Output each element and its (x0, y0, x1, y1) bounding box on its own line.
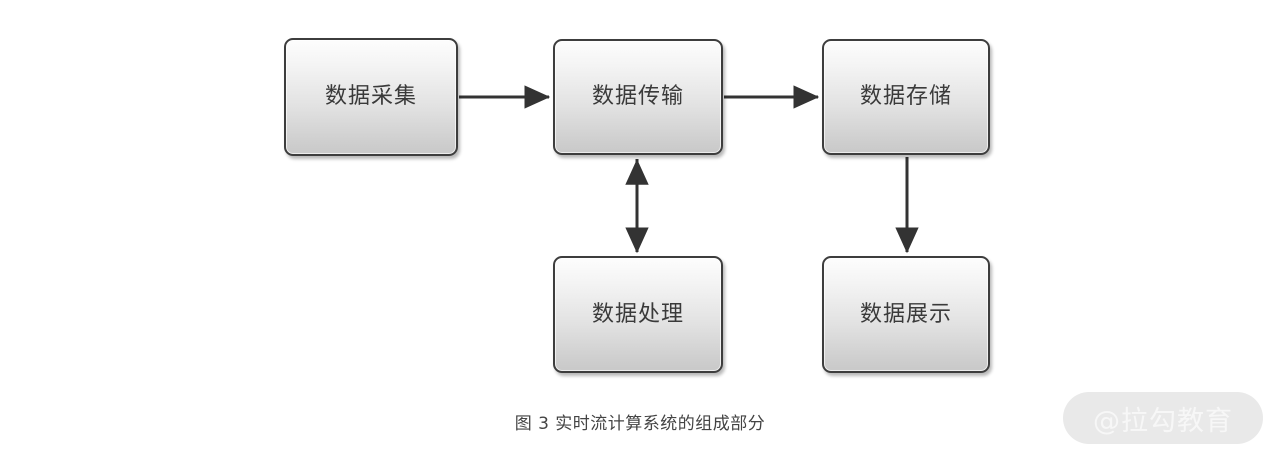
node-label: 数据存储 (859, 84, 952, 109)
node-label: 数据传输 (591, 84, 684, 109)
node-label: 数据采集 (324, 84, 417, 109)
node-data-transfer[interactable]: 数据传输 (553, 39, 723, 155)
node-label: 数据展示 (859, 301, 952, 327)
figure-caption: 图 3 实时流计算系统的组成部分 (514, 414, 766, 434)
node-data-storage[interactable]: 数据存储 (822, 39, 990, 155)
node-label: 数据处理 (591, 301, 684, 327)
watermark-text: @拉勾教育 (1093, 405, 1233, 437)
node-data-processing[interactable]: 数据处理 (553, 256, 723, 373)
node-data-collection[interactable]: 数据采集 (284, 38, 458, 156)
node-data-display[interactable]: 数据展示 (822, 256, 990, 373)
watermark-badge: @拉勾教育 (1063, 392, 1263, 444)
